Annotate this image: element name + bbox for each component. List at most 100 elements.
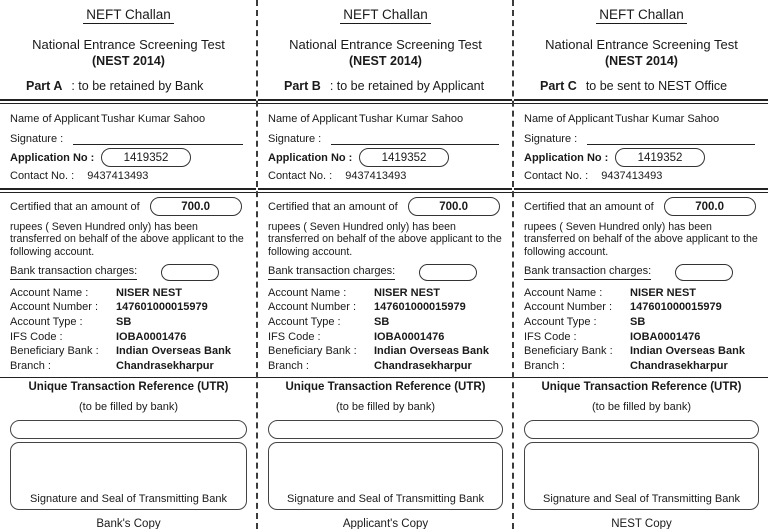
signature-line	[331, 133, 499, 145]
account-details: Account Name : NISER NEST Account Number…	[10, 287, 247, 372]
account-row: Account Number : 147601000015979	[268, 301, 503, 313]
utr-title: Unique Transaction Reference (UTR)	[28, 380, 229, 393]
account-row-value: Indian Overseas Bank	[116, 345, 231, 358]
account-row: Account Type : SB	[10, 316, 247, 328]
double-rule	[258, 99, 512, 104]
field-row-contact-no: Contact No. : 9437413493	[10, 170, 247, 182]
application-no-label: Application No :	[524, 151, 609, 164]
field-row-contact-no: Contact No. : 9437413493	[524, 170, 759, 182]
double-rule	[0, 99, 256, 104]
field-row-application-no: Application No : 1419352	[268, 148, 503, 167]
account-row-label: Account Type :	[10, 316, 83, 329]
account-row: IFS Code : IOBA0001476	[268, 331, 503, 343]
seal-box: Signature and Seal of Transmitting Bank	[10, 441, 247, 510]
single-rule	[514, 376, 768, 378]
account-row-label: Account Number :	[524, 301, 613, 314]
signature-label: Signature :	[524, 133, 578, 145]
utr-subtitle: (to be filled by bank)	[78, 400, 179, 413]
part-desc: : to be retained by Applicant	[329, 79, 485, 93]
single-rule	[0, 376, 256, 378]
account-row-value: 147601000015979	[374, 301, 466, 314]
utr-entry-box	[268, 419, 503, 439]
field-row-application-no: Application No : 1419352	[524, 148, 759, 167]
account-row: Account Type : SB	[524, 316, 759, 328]
account-row-label: Branch :	[268, 359, 309, 372]
rupees-paragraph: rupees ( Seven Hundred only) has been tr…	[524, 221, 758, 258]
account-row-label: Branch :	[10, 359, 51, 372]
account-row-value: Chandrasekharpur	[374, 359, 472, 372]
field-row-certified-amount: Certified that an amount of 700.0	[268, 197, 503, 216]
bank-charges-label: Bank transaction charges:	[10, 265, 138, 280]
field-row-certified-amount: Certified that an amount of 700.0	[10, 197, 247, 216]
application-no-label: Application No :	[268, 151, 353, 164]
double-rule	[258, 188, 512, 193]
account-row: IFS Code : IOBA0001476	[10, 331, 247, 343]
account-row-label: Account Number :	[268, 301, 357, 314]
account-row-label: Account Type :	[524, 316, 597, 329]
copy-label: Bank's Copy	[96, 517, 161, 529]
utr-subtitle: (to be filled by bank)	[591, 400, 692, 413]
certified-label: Certified that an amount of	[268, 200, 398, 213]
account-details: Account Name : NISER NEST Account Number…	[524, 287, 759, 372]
signature-label: Signature :	[10, 133, 64, 145]
certified-label: Certified that an amount of	[10, 200, 140, 213]
applicant-name: Tushar Kumar Sahoo	[359, 113, 464, 125]
account-row-label: Account Name :	[524, 286, 603, 299]
signature-line	[587, 133, 755, 145]
account-row-value: 147601000015979	[630, 301, 722, 314]
doc-title-text: NEFT Challan	[340, 7, 431, 24]
amount-box: 700.0	[149, 197, 242, 216]
account-row-value: NISER NEST	[374, 286, 441, 299]
utr-entry-box	[524, 419, 759, 439]
field-row-name: Name of Applicant Tushar Kumar Sahoo	[10, 113, 247, 125]
account-row-value: Indian Overseas Bank	[630, 345, 745, 358]
application-no-box: 1419352	[615, 148, 705, 167]
field-row-bank-charges: Bank transaction charges:	[524, 263, 759, 281]
account-row-value: IOBA0001476	[374, 330, 445, 343]
seal-box: Signature and Seal of Transmitting Bank	[524, 441, 759, 510]
contact-no-label: Contact No. :	[524, 170, 589, 182]
doc-title: NEFT Challan	[524, 7, 759, 24]
account-row-label: Beneficiary Bank :	[524, 345, 613, 358]
account-row: Account Name : NISER NEST	[524, 287, 759, 299]
account-row-label: IFS Code :	[10, 330, 63, 343]
utr-subtitle: (to be filled by bank)	[335, 400, 436, 413]
bank-charges-box	[419, 263, 478, 281]
single-rule	[258, 376, 512, 378]
field-row-contact-no: Contact No. : 9437413493	[268, 170, 503, 182]
seal-label: Signature and Seal of Transmitting Bank	[30, 492, 227, 505]
doc-title: NEFT Challan	[268, 7, 503, 24]
doc-edition: (NEST 2014)	[605, 54, 678, 68]
account-row: Account Type : SB	[268, 316, 503, 328]
part-label: Part C	[540, 79, 577, 93]
signature-line	[73, 133, 243, 145]
account-row-value: IOBA0001476	[116, 330, 187, 343]
account-row: Branch : Chandrasekharpur	[268, 360, 503, 372]
field-row-signature: Signature :	[524, 133, 759, 145]
account-row: Account Name : NISER NEST	[268, 287, 503, 299]
account-row-label: Account Type :	[268, 316, 341, 329]
contact-no-label: Contact No. :	[10, 170, 75, 182]
double-rule	[514, 99, 768, 104]
field-row-signature: Signature :	[268, 133, 503, 145]
account-row-value: NISER NEST	[116, 286, 183, 299]
contact-no: 9437413493	[345, 170, 407, 182]
account-row-label: Account Number :	[10, 301, 99, 314]
account-row: Account Number : 147601000015979	[524, 301, 759, 313]
bank-charges-box	[161, 263, 220, 281]
double-rule	[514, 188, 768, 193]
doc-edition: (NEST 2014)	[92, 54, 165, 68]
account-row: IFS Code : IOBA0001476	[524, 331, 759, 343]
account-row: Account Name : NISER NEST	[10, 287, 247, 299]
doc-edition: (NEST 2014)	[349, 54, 422, 68]
doc-title-text: NEFT Challan	[596, 7, 687, 24]
field-row-application-no: Application No : 1419352	[10, 148, 247, 167]
copy-label: NEST Copy	[611, 517, 672, 529]
contact-no-label: Contact No. :	[268, 170, 333, 182]
account-row: Account Number : 147601000015979	[10, 301, 247, 313]
application-no-box: 1419352	[101, 148, 191, 167]
part-desc: : to be retained by Bank	[71, 79, 204, 93]
challan-part-b: NEFT Challan National Entrance Screening…	[256, 0, 512, 529]
